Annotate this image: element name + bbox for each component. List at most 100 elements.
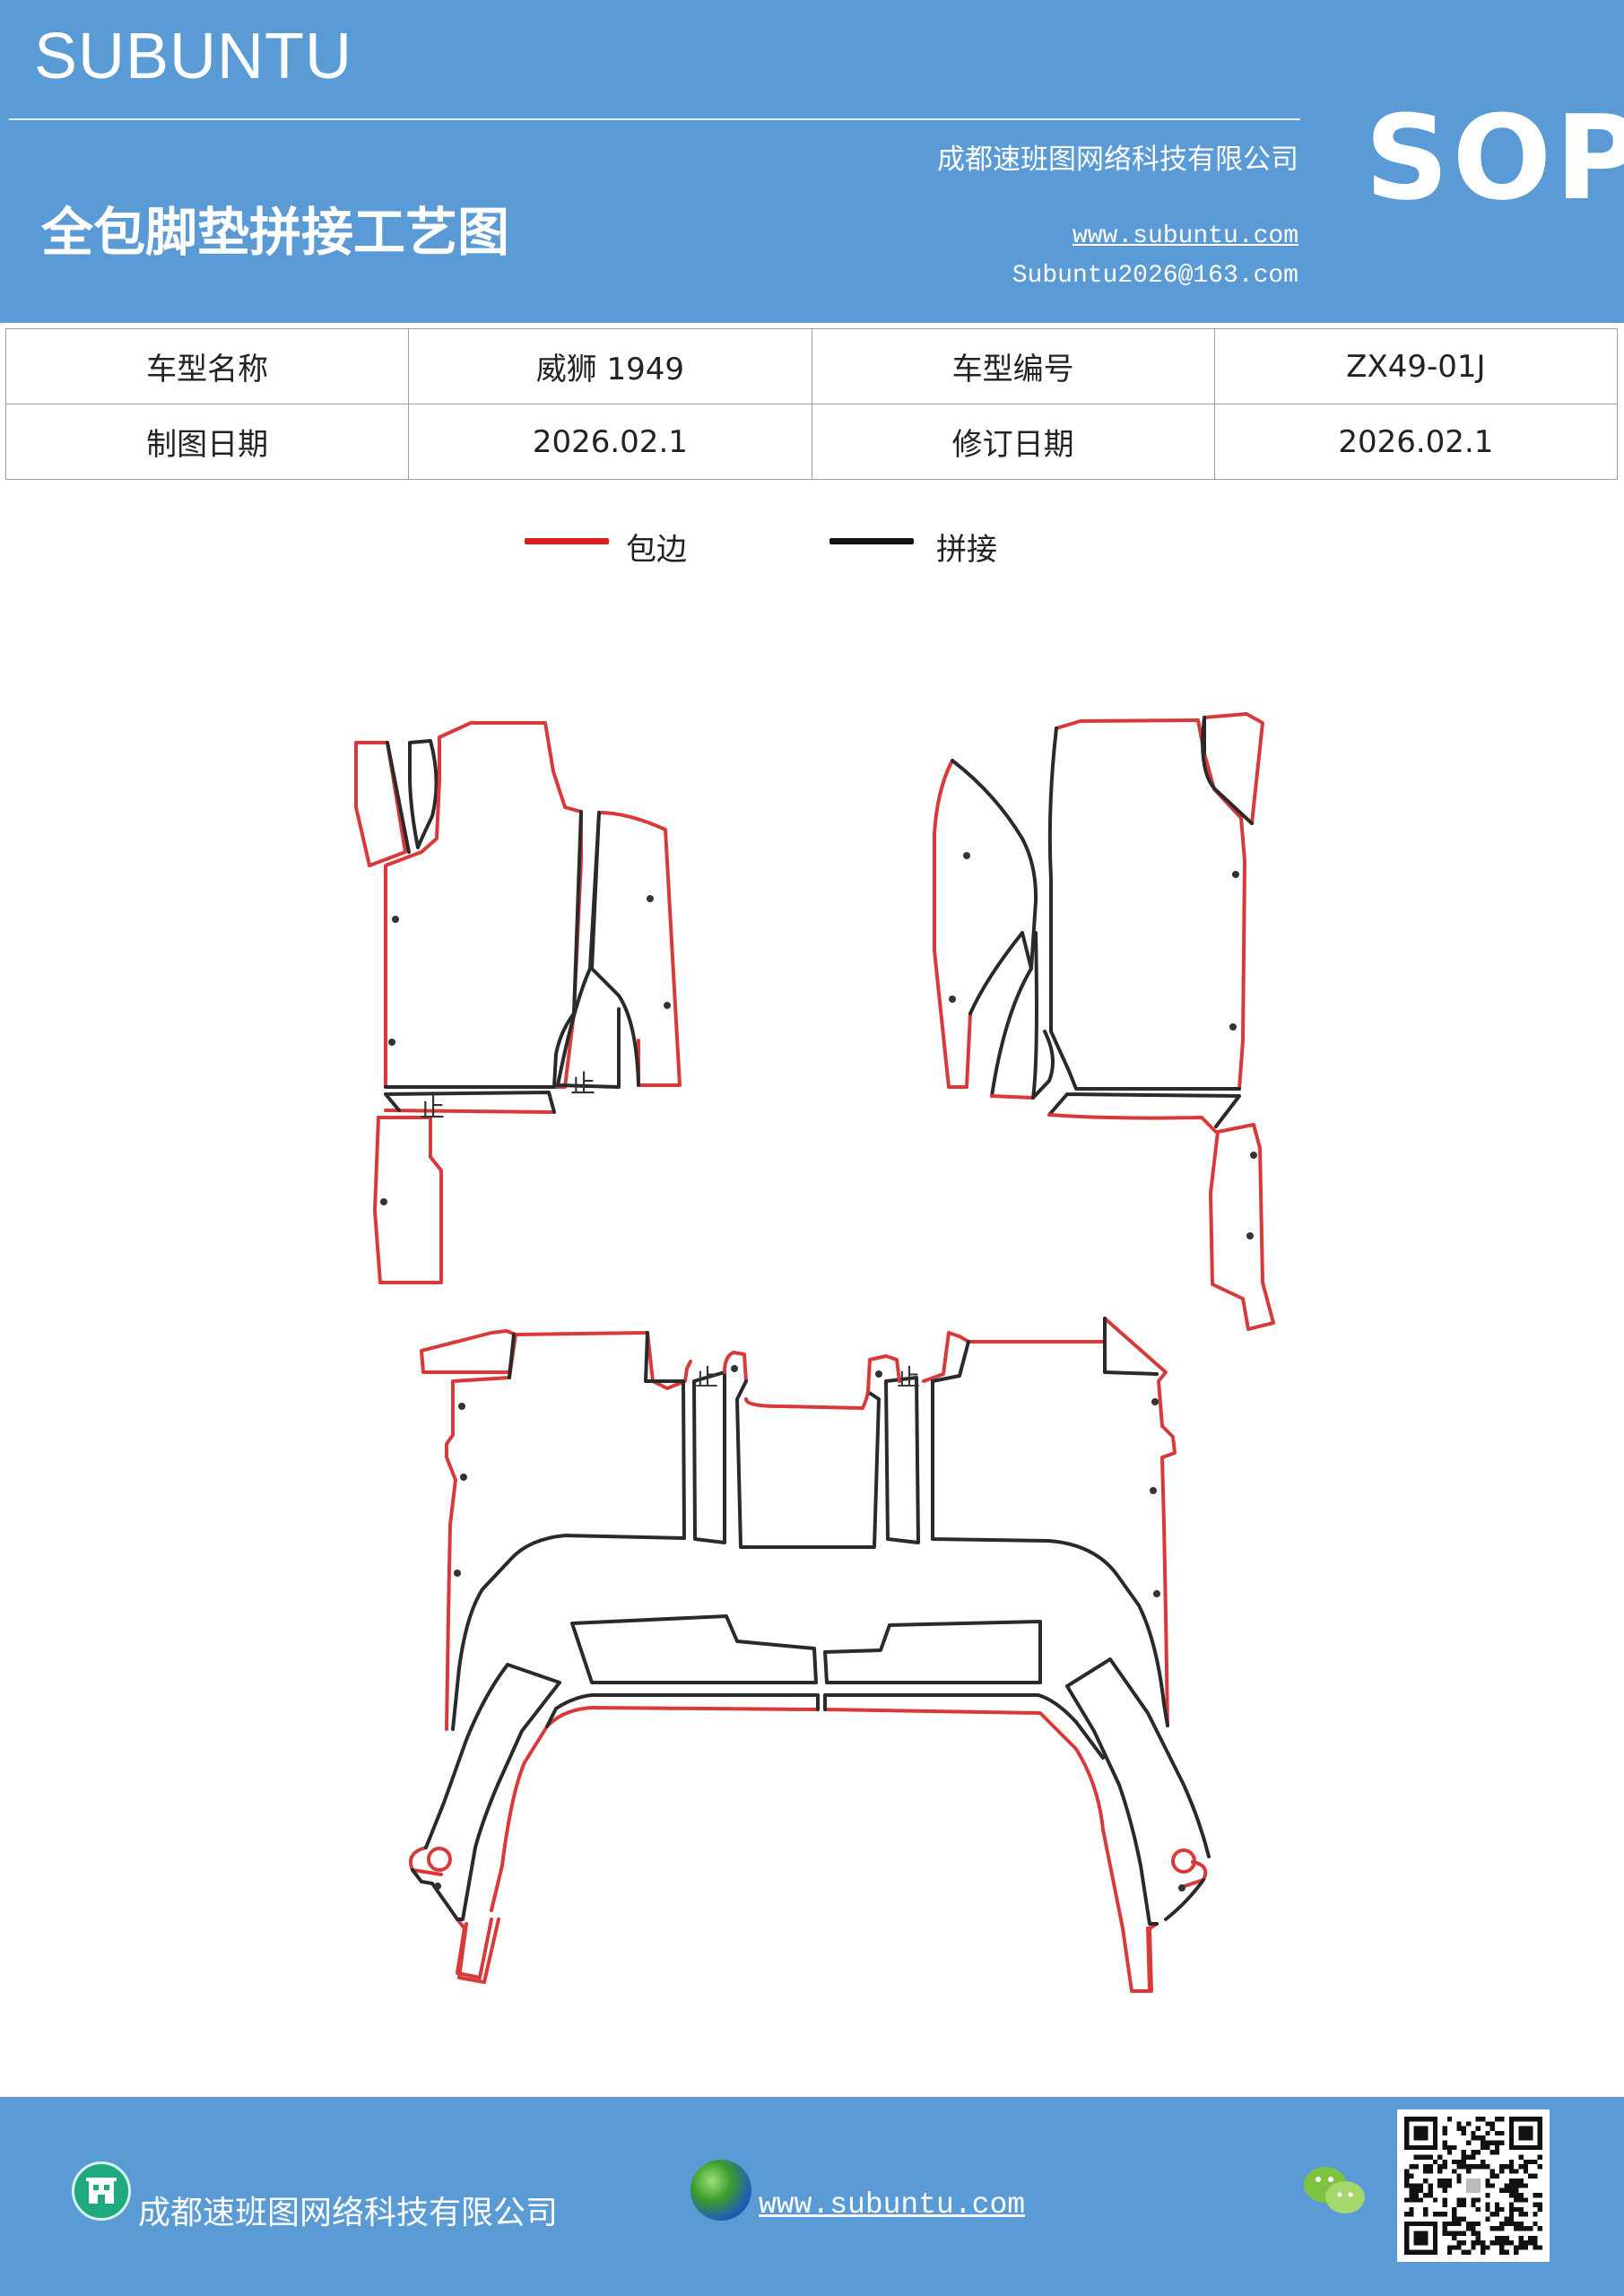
rear-left-leg-seam [411, 1663, 561, 1921]
rear-bottom-strip-right-seam [823, 1693, 1105, 1760]
rear-left-foot-edge [457, 1918, 500, 1984]
value-revision-date: 2026.02.1 [1213, 404, 1619, 480]
fr-dot [963, 852, 970, 859]
rear-right-leg-edge [1148, 1860, 1208, 1993]
fl-curved-strip [408, 739, 439, 849]
label-revision-date: 修订日期 [811, 404, 1215, 480]
fr-right-strip-seam [1201, 716, 1254, 825]
legend-label-seam: 拼接 [936, 532, 997, 568]
rear-right-main-edge [922, 1317, 1177, 1727]
fl-dot [664, 1002, 671, 1009]
rear-left-strip-seam [692, 1370, 726, 1544]
header-email: Subuntu2026@163.com [1012, 262, 1298, 290]
fr-bottom-strip-edge [1047, 1113, 1218, 1134]
rear-dot [875, 1370, 882, 1378]
fl-bottom-strip-seam [384, 1091, 556, 1114]
wechat-icon[interactable] [1302, 2163, 1367, 2219]
fr-left-piece-edge [933, 759, 972, 1089]
footer-banner: 成都速班图网络科技有限公司 www.subuntu.com [0, 2097, 1624, 2296]
stop-mark: 止 [897, 1365, 920, 1392]
footer-company: 成都速班图网络科技有限公司 [138, 2195, 559, 2231]
label-vehicle-code: 车型编号 [811, 328, 1215, 404]
rear-right-main-seam [931, 1317, 1169, 1727]
fl-bottom-strip-edge [384, 1109, 553, 1114]
legend-swatch-edge [525, 538, 609, 544]
rear-left-main-seam [451, 1331, 686, 1731]
rear-left-strip-edge [723, 1351, 748, 1383]
globe-icon [690, 2160, 751, 2221]
rear-mat-group: 止 止 [408, 1317, 1211, 1993]
fl-left-strip-edge [354, 741, 407, 867]
rear-dot [1153, 1590, 1160, 1597]
fr-dot [1232, 871, 1239, 878]
legend: 包边 拼接 [0, 525, 1624, 578]
header-company: 成都速班图网络科技有限公司 [937, 144, 1298, 176]
fr-left-bottom-edge [990, 1094, 1035, 1100]
fr-left-bottom-seam [1031, 931, 1055, 1100]
fr-main-mat-edge [1055, 718, 1246, 1091]
rear-dot [731, 1365, 738, 1372]
fl-main-mat-edge [384, 721, 583, 1089]
table-row: 车型名称 威狮 1949 车型编号 ZX49-01J [4, 328, 1619, 404]
header-divider [9, 118, 1300, 120]
rear-bottom-strip-left-edge [490, 1706, 820, 1912]
rear-dot [434, 1883, 441, 1890]
rear-dot [1150, 1487, 1157, 1494]
rear-left-underseat [570, 1614, 818, 1684]
value-vehicle-name: 威狮 1949 [408, 328, 812, 404]
stop-mark: 止 [695, 1365, 718, 1392]
table-row: 制图日期 2026.02.1 修订日期 2026.02.1 [4, 404, 1619, 480]
rear-dot [454, 1570, 461, 1577]
fr-dot [1246, 1232, 1254, 1239]
document-title: 全包脚垫拼接工艺图 [41, 202, 510, 263]
fl-right-piece-edge [597, 811, 682, 1087]
rear-right-leg-seam [1065, 1657, 1211, 1926]
fr-bottom-strip-seam [1047, 1092, 1241, 1128]
fr-left-piece-seam [951, 759, 1038, 1098]
fl-dot [392, 916, 399, 923]
fr-dot [1250, 1152, 1257, 1159]
rear-right-strip-edge [866, 1354, 901, 1394]
rear-dot [460, 1474, 467, 1481]
rear-right-underseat [823, 1620, 1042, 1684]
fl-right-piece-seam [556, 811, 640, 1089]
fr-dot [1229, 1023, 1237, 1031]
rear-left-tab-edge [420, 1329, 517, 1374]
fr-dot [949, 996, 956, 1003]
label-vehicle-name: 车型名称 [4, 328, 410, 404]
value-vehicle-code: ZX49-01J [1213, 328, 1619, 404]
rear-right-strip-seam [884, 1376, 920, 1544]
fl-dot [388, 1039, 395, 1046]
header-website-link[interactable]: www.subuntu.com [1072, 222, 1298, 250]
rear-dot [1151, 1398, 1159, 1405]
footer-website-link[interactable]: www.subuntu.com [759, 2188, 1026, 2222]
rear-bottom-strip-left-seam [545, 1693, 820, 1728]
fl-lower-piece-edge [373, 1116, 443, 1284]
rear-right-leg-hole [1171, 1848, 1196, 1874]
rear-dot [458, 1403, 465, 1410]
rear-dot [1178, 1884, 1185, 1892]
fr-lower-piece-edge [1209, 1123, 1275, 1331]
fl-left-strip-seam [386, 741, 411, 854]
building-icon [72, 2161, 131, 2221]
front-left-mat-group: 止 止 [354, 721, 682, 1284]
fr-right-strip-edge [1203, 712, 1264, 825]
stop-mark: 止 [570, 1069, 595, 1099]
fr-main-mat-seam [1047, 726, 1241, 1091]
sop-badge: SOP [1365, 90, 1624, 226]
rear-center-seam [735, 1379, 881, 1549]
fl-dot [380, 1198, 387, 1205]
header-banner: SUBUNTU 成都速班图网络科技有限公司 全包脚垫拼接工艺图 www.subu… [0, 0, 1624, 323]
brand-name: SUBUNTU [34, 21, 353, 92]
label-draw-date: 制图日期 [4, 404, 410, 480]
legend-swatch-seam [829, 538, 914, 544]
rear-bottom-strip-right-edge [823, 1708, 1151, 1993]
rear-center-edge [744, 1390, 870, 1410]
qr-code[interactable] [1397, 2109, 1550, 2262]
stop-mark: 止 [420, 1093, 445, 1123]
vehicle-info-table: 车型名称 威狮 1949 车型编号 ZX49-01J 制图日期 2026.02.… [4, 328, 1619, 480]
rear-left-main-edge [445, 1331, 692, 1731]
legend-label-edge: 包边 [626, 532, 687, 568]
fl-dot [647, 895, 654, 902]
